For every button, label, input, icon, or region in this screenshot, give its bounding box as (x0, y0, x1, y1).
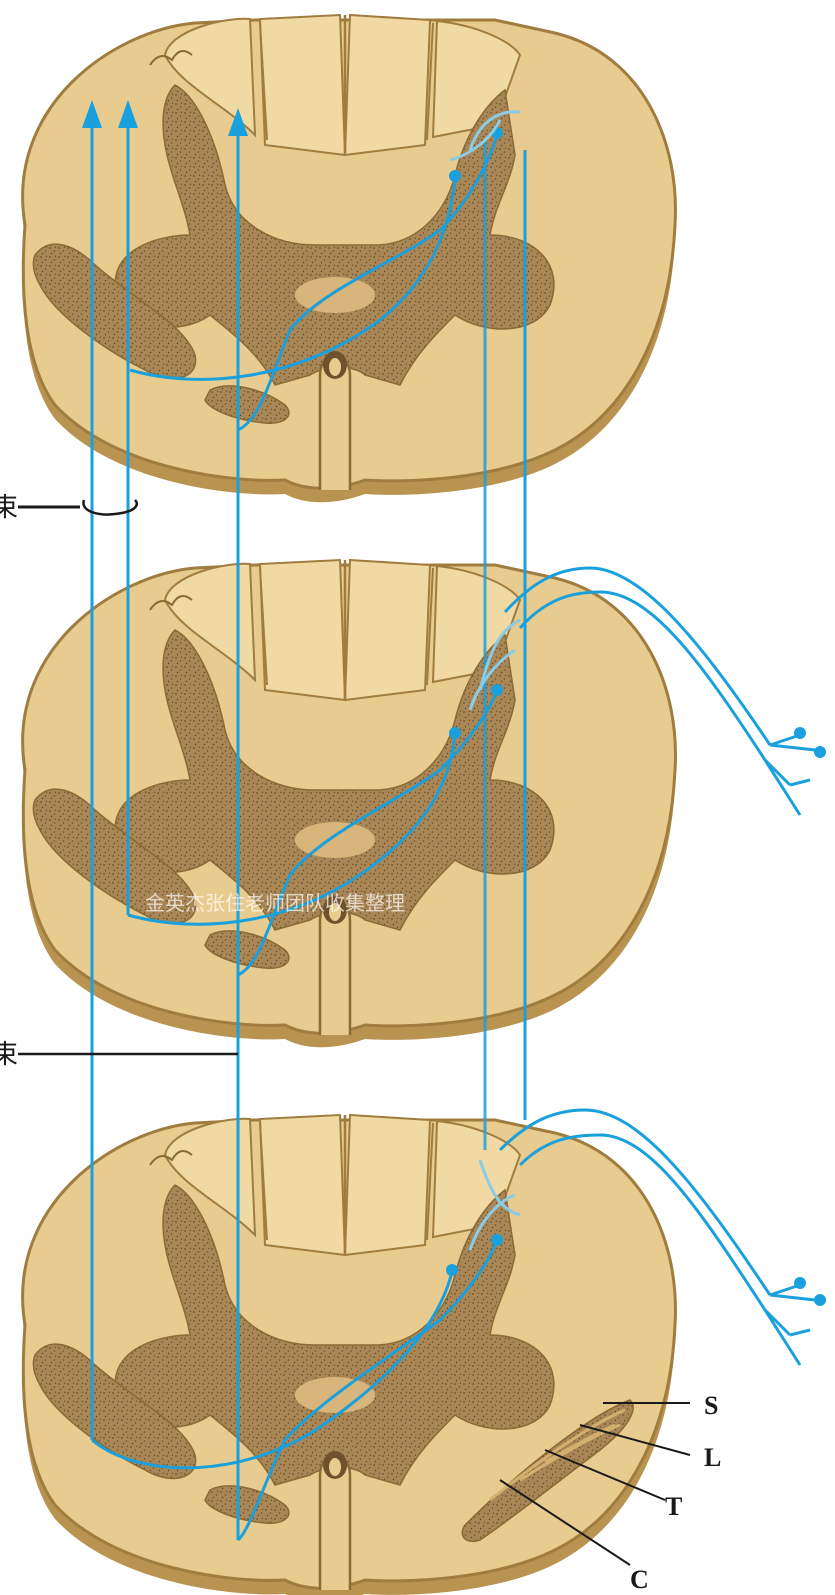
label-c: C (630, 1565, 649, 1594)
middle-left-label: 束 (0, 1040, 238, 1070)
spinal-section-lower (23, 1115, 676, 1595)
svg-text:束: 束 (0, 493, 18, 523)
label-l: L (704, 1443, 721, 1472)
spinal-section-upper (23, 15, 676, 502)
svg-text:束: 束 (0, 1040, 18, 1070)
spinal-section-middle (23, 560, 676, 1047)
label-s: S (704, 1391, 718, 1420)
label-t: T (665, 1492, 682, 1521)
watermark: 金英杰张住老师团队收集整理 (145, 891, 405, 915)
upper-left-label: 束 (0, 493, 137, 523)
